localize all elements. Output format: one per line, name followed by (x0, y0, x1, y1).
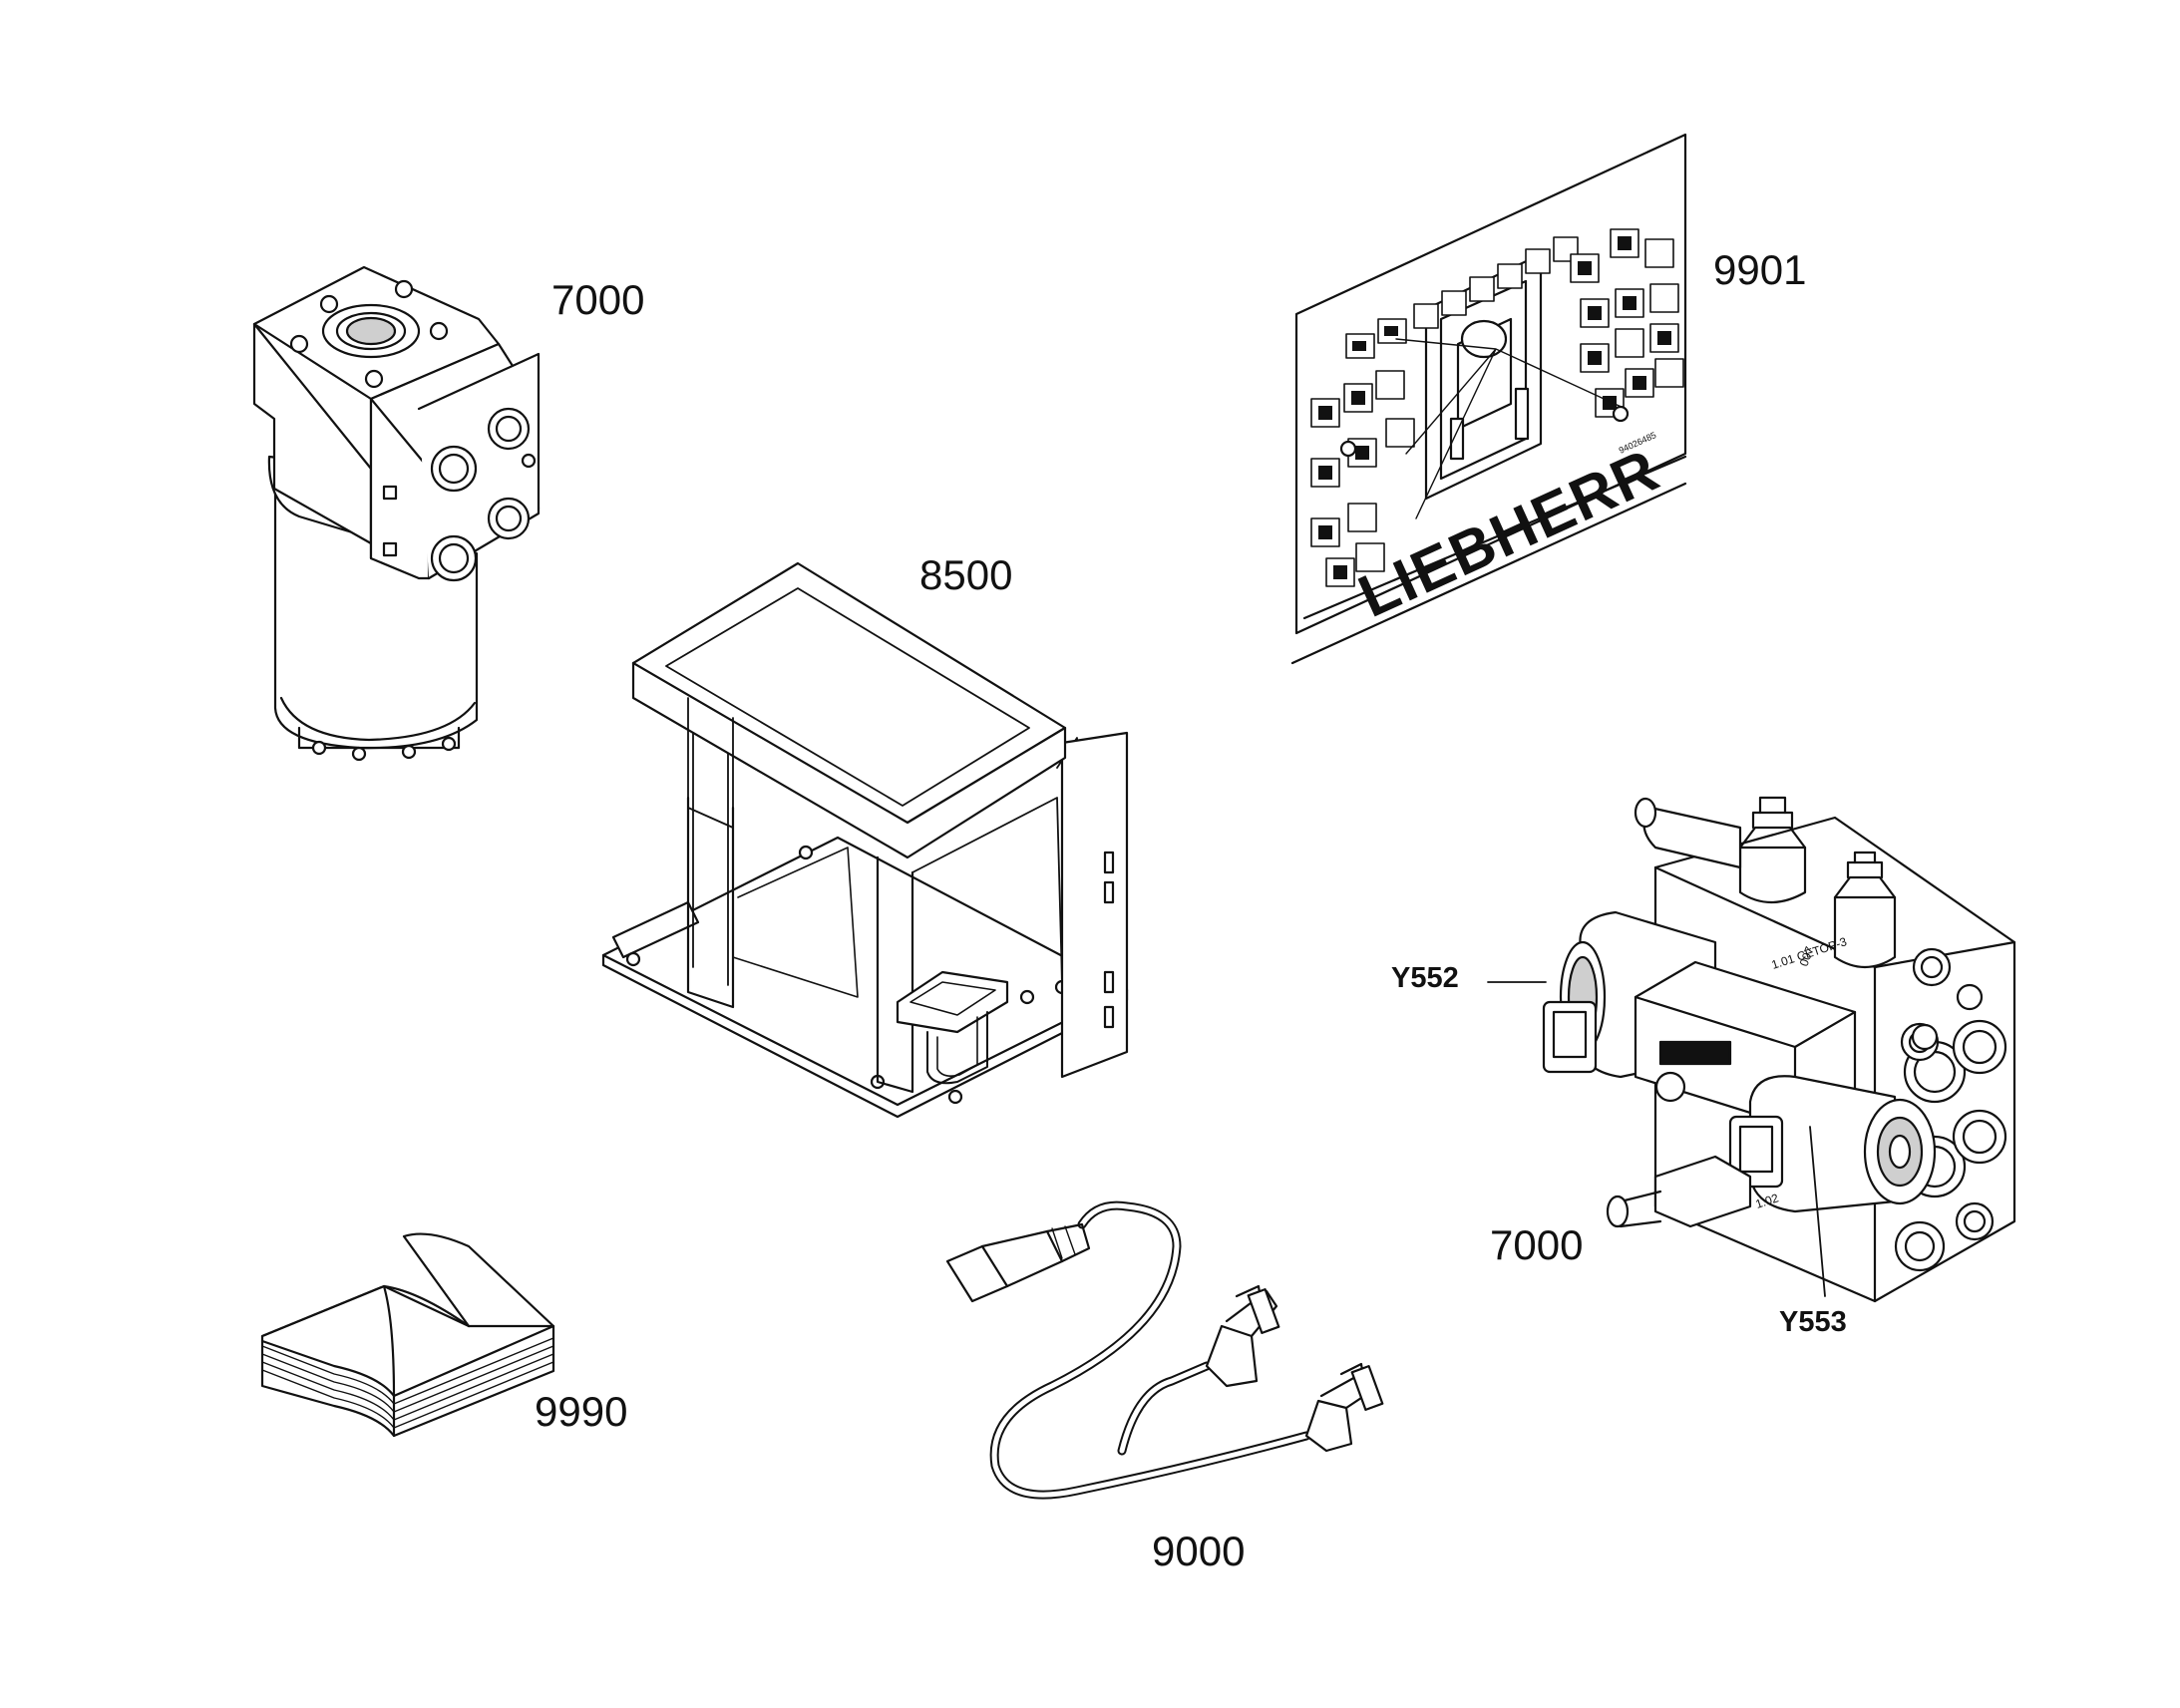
pin-label-y553: Y553 (1779, 1306, 1847, 1338)
callout-seat-frame: 8500 (919, 551, 1013, 598)
callout-cable-harness: 9000 (1152, 1528, 1246, 1574)
cable-harness (945, 1200, 1384, 1500)
valve-stamp-3: 007 (1797, 944, 1817, 968)
valve-stamp-2: 1.02 (1754, 1191, 1781, 1211)
operator-manual (260, 1232, 555, 1438)
callout-manual: 9990 (535, 1388, 628, 1435)
callout-label-sheet: 9901 (1713, 246, 1807, 293)
label-sheet: LIEBHERR 94026485 (1290, 133, 1687, 665)
steering-unit (252, 265, 541, 762)
seat-frame (601, 561, 1129, 1119)
pin-label-y552: Y552 (1391, 962, 1459, 994)
valve-block: 1.01 CETOP-3 1.02 007 (1487, 796, 2016, 1303)
callout-valve-block: 7000 (1490, 1221, 1584, 1268)
callout-steering-unit: 7000 (551, 276, 645, 323)
